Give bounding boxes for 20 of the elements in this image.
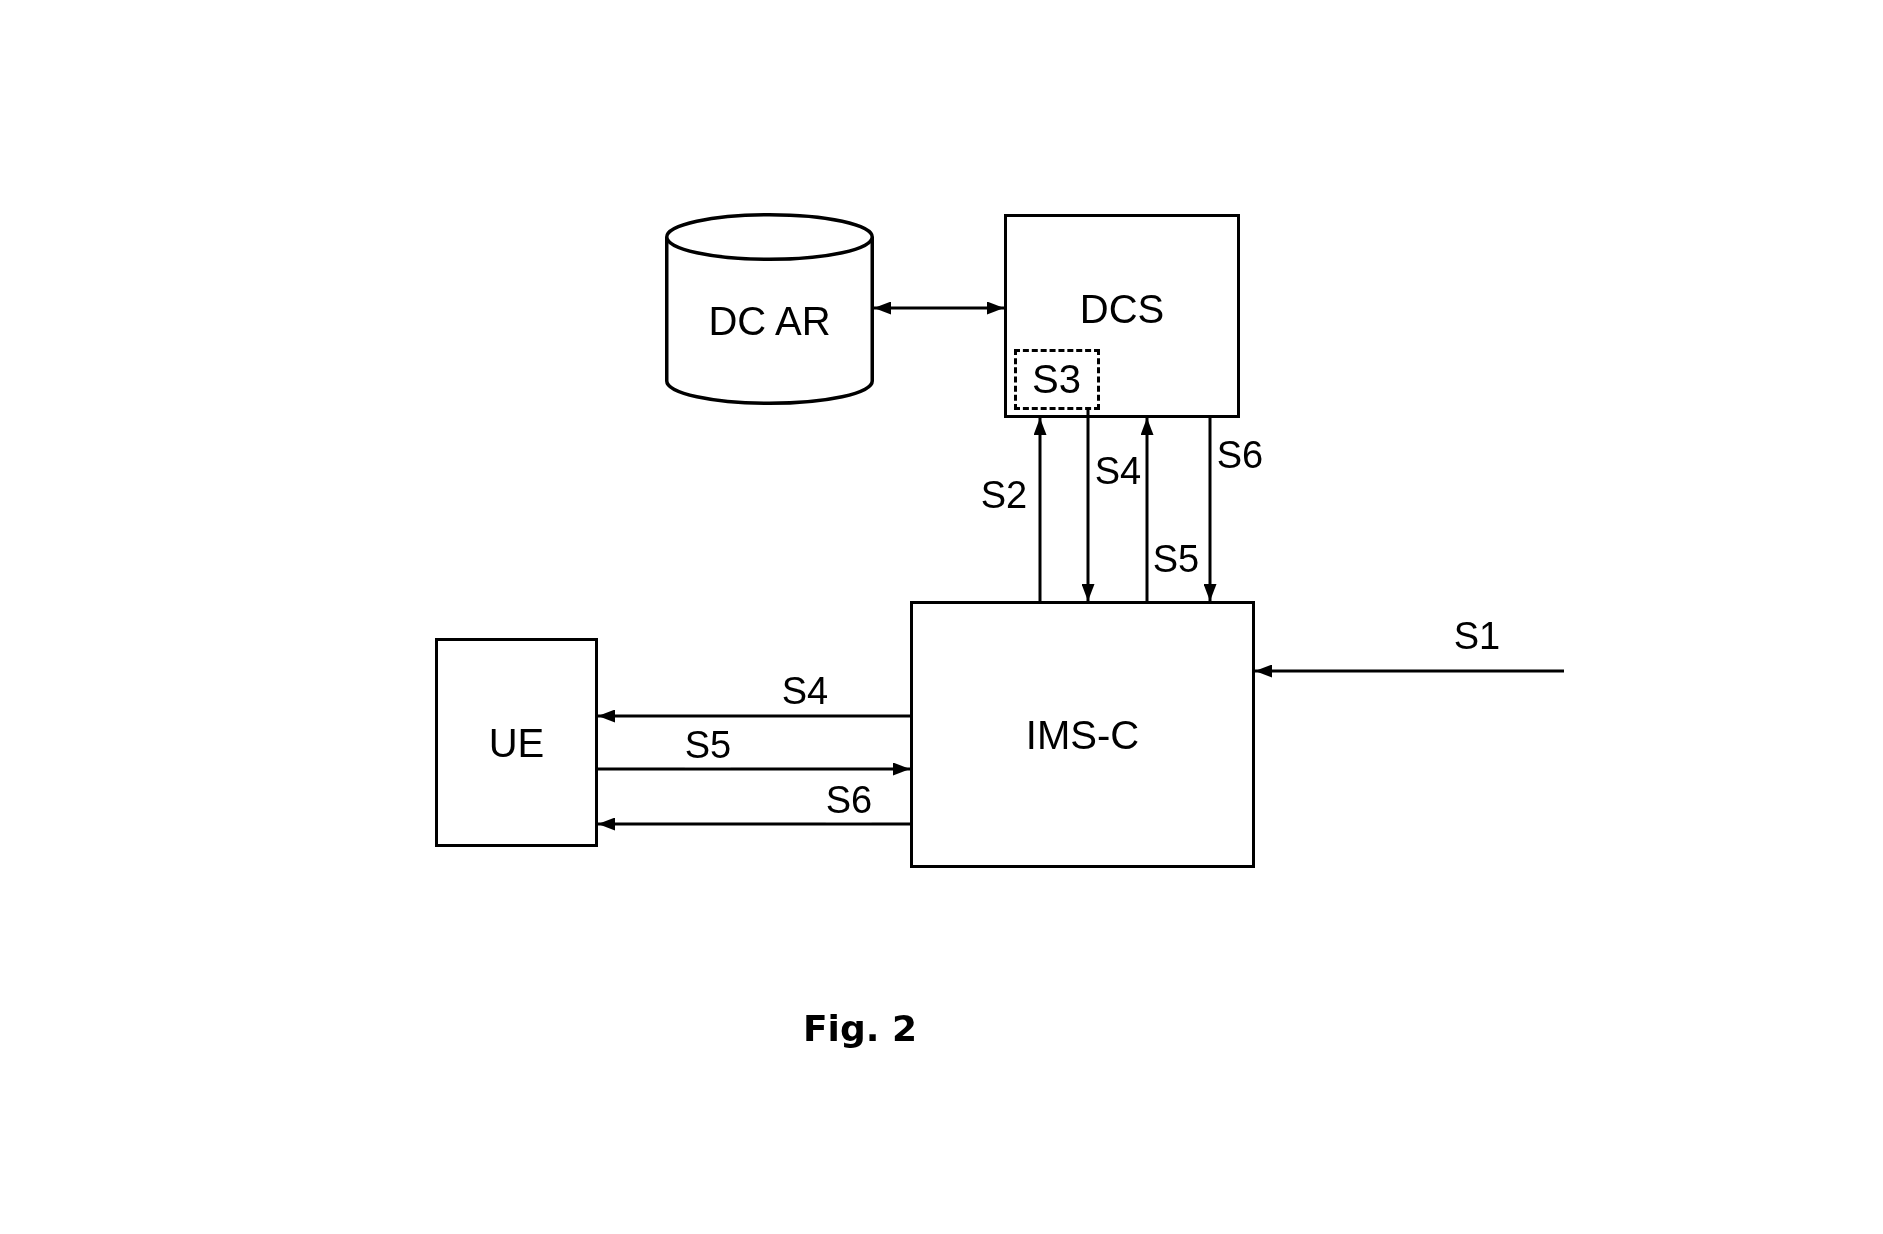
arrow — [598, 709, 910, 723]
arrow — [1033, 418, 1047, 601]
arrow — [1081, 410, 1095, 601]
arrow — [1140, 418, 1154, 601]
node-label: DCS — [1079, 287, 1165, 331]
node-label: IMS-C — [1025, 712, 1140, 757]
dashed-box — [1013, 348, 1100, 410]
arrow — [598, 762, 910, 776]
process-box — [1004, 214, 1240, 418]
arrow — [1203, 418, 1217, 601]
double-headed-arrow — [874, 301, 1004, 315]
arrow — [1255, 664, 1564, 678]
node-label: UE — [488, 720, 545, 765]
database-cylinder — [665, 213, 874, 405]
node-label: S3 — [1032, 357, 1081, 401]
figure-caption: Fig. 2 — [803, 1008, 917, 1050]
process-box — [435, 638, 598, 847]
node-label: DC AR — [708, 299, 831, 343]
arrow — [598, 817, 910, 831]
process-box — [910, 601, 1255, 868]
